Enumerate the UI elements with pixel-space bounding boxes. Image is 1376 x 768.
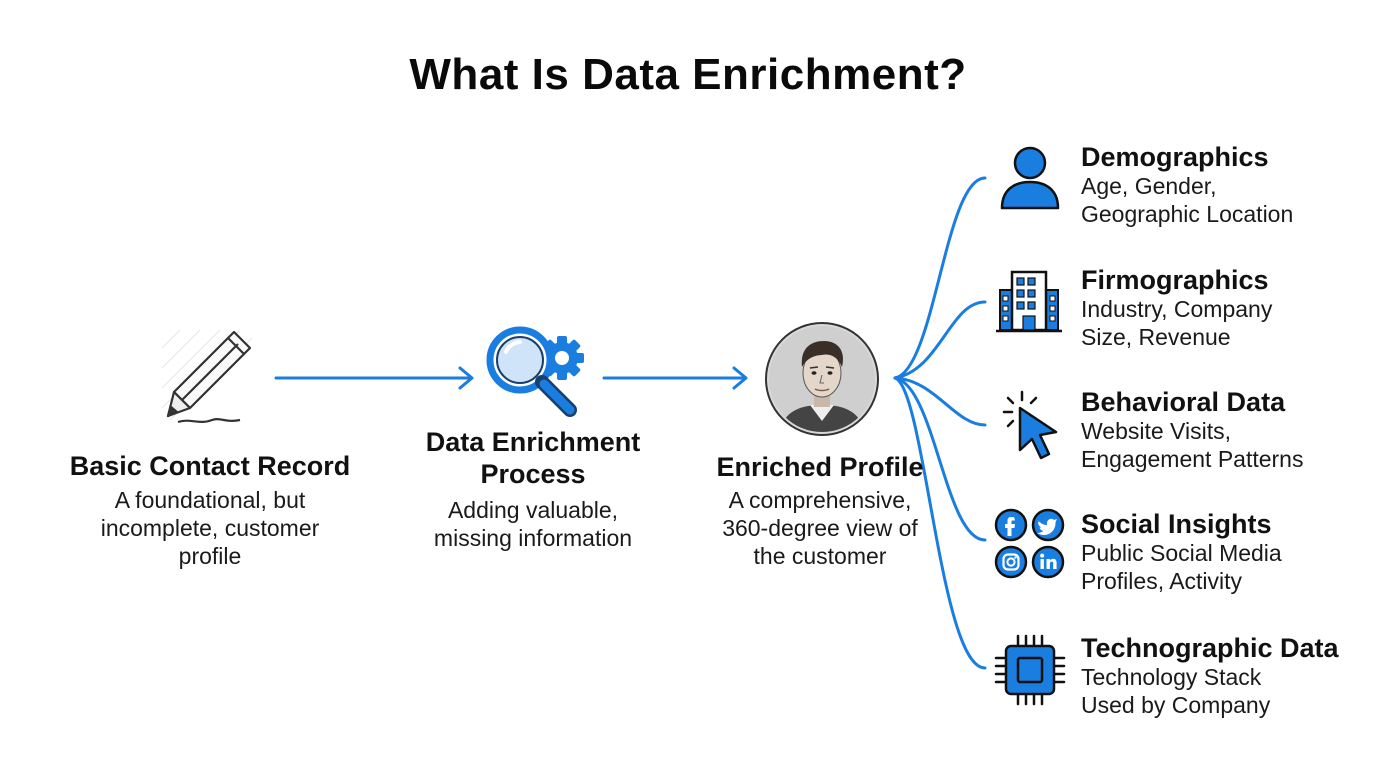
branch-firmographics: [893, 300, 987, 380]
profile-portrait-icon: [764, 321, 880, 437]
category-technographic: Technographic Data Technology Stack Used…: [1081, 633, 1339, 719]
stage-title: Data Enrichment Process: [383, 426, 683, 490]
category-behavioral: Behavioral Data Website Visits, Engageme…: [1081, 387, 1303, 473]
stage-description: Adding valuable, missing information: [383, 496, 683, 552]
category-title: Social Insights: [1081, 509, 1272, 539]
branch-social: [893, 376, 987, 542]
category-title: Firmographics: [1081, 265, 1269, 295]
category-firmographics: Firmographics Industry, Company Size, Re…: [1081, 265, 1272, 351]
description-line: Used by Company: [1081, 692, 1271, 718]
description-line: Profiles, Activity: [1081, 568, 1243, 594]
twitter-icon: [1031, 508, 1065, 542]
title-line: Data Enrichment: [425, 427, 641, 457]
description-line: A comprehensive,: [728, 487, 912, 513]
description-line: Engagement Patterns: [1081, 446, 1304, 472]
stage-title: Basic Contact Record: [69, 451, 351, 481]
description-line: Size, Revenue: [1081, 324, 1231, 350]
stage-description: A comprehensive, 360-degree view of the …: [670, 486, 970, 570]
linkedin-icon: [1031, 545, 1065, 579]
description-line: profile: [178, 543, 242, 569]
category-title: Demographics: [1081, 142, 1269, 172]
page-title: What Is Data Enrichment?: [409, 50, 967, 99]
description-line: the customer: [753, 543, 887, 569]
category-social: Social Insights Public Social Media Prof…: [1081, 509, 1282, 595]
building-icon: [994, 268, 1064, 334]
description-line: missing information: [433, 525, 633, 551]
facebook-icon: [994, 508, 1028, 542]
pencil-icon: [160, 328, 260, 428]
title-line: Process: [480, 459, 586, 489]
cursor-click-icon: [1000, 388, 1062, 462]
branch-demographics: [893, 176, 987, 380]
branch-technographic: [893, 376, 987, 670]
instagram-icon: [994, 545, 1028, 579]
arrowhead-to-process: [458, 366, 474, 390]
category-demographics: Demographics Age, Gender, Geographic Loc…: [1081, 142, 1293, 228]
description-line: 360-degree view of: [722, 515, 918, 541]
magnifier-gear-icon: [486, 326, 598, 418]
arrowhead-to-profile: [732, 366, 748, 390]
description-line: incomplete, customer: [100, 515, 320, 541]
description-line: A foundational, but: [114, 487, 306, 513]
branch-behavioral: [893, 376, 987, 427]
description-line: Adding valuable,: [447, 497, 619, 523]
description-line: Website Visits,: [1081, 418, 1231, 444]
description-line: Public Social Media: [1081, 540, 1282, 566]
stage-description: A foundational, but incomplete, customer…: [60, 486, 360, 570]
social-media-icon: [994, 508, 1066, 580]
chip-icon: [994, 634, 1066, 706]
description-line: Industry, Company: [1081, 296, 1273, 322]
person-icon: [998, 146, 1062, 212]
description-line: Technology Stack: [1081, 664, 1262, 690]
category-title: Behavioral Data: [1081, 387, 1286, 417]
description-line: Age, Gender,: [1081, 173, 1217, 199]
category-title: Technographic Data: [1081, 633, 1339, 663]
description-line: Geographic Location: [1081, 201, 1294, 227]
stage-title: Enriched Profile: [716, 452, 924, 482]
